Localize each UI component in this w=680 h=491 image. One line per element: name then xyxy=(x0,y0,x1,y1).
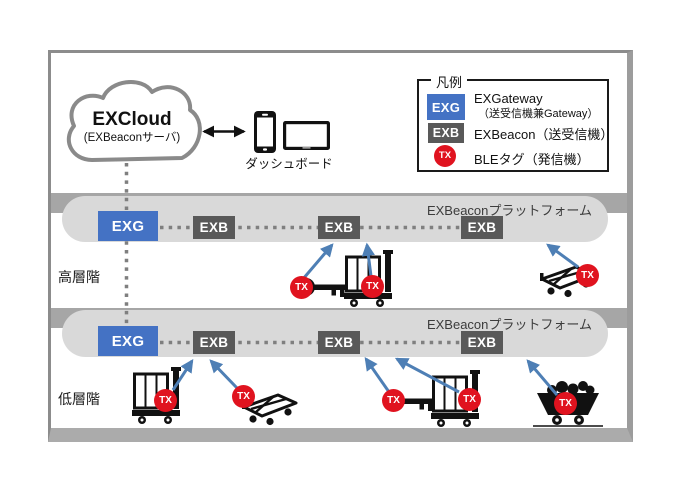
cloud-icon xyxy=(66,79,202,162)
ble-tag: TX xyxy=(382,389,405,412)
cloud-subtitle: (EXBeaconサーバ) xyxy=(83,132,181,144)
signal-arrow xyxy=(394,357,460,394)
floor-label-upper: 高層階 xyxy=(58,269,100,285)
signal-arrow xyxy=(364,357,391,393)
legend-tx-badge: TX xyxy=(434,145,456,167)
legend-exb-badge: EXB xyxy=(428,123,464,143)
legend-box: 凡例 EXG EXGateway （送受信機兼Gateway） EXB EXBe… xyxy=(417,72,613,172)
exbeacon-badge: EXB xyxy=(461,331,503,354)
legend-exb-label: EXBeacon（送受信機） xyxy=(474,127,614,142)
cloud-title: EXCloud xyxy=(92,109,172,130)
legend-title: 凡例 xyxy=(431,72,468,91)
signal-arrow xyxy=(209,359,239,390)
exgateway-badge-upper: EXG xyxy=(98,211,158,241)
legend-tx-label: BLEタグ（発信機） xyxy=(474,152,590,167)
exbeacon-badge: EXB xyxy=(318,216,360,239)
exbeacon-badge: EXB xyxy=(461,216,503,239)
ble-tag: TX xyxy=(232,385,255,408)
legend-exg-sublabel: （送受信機兼Gateway） xyxy=(478,108,599,120)
platform-label: EXBeaconプラットフォーム xyxy=(426,203,592,218)
signal-arrow xyxy=(526,359,559,396)
signal-arrow xyxy=(301,243,334,280)
signal-arrow xyxy=(546,243,579,269)
legend-exg-label: EXGateway xyxy=(474,91,543,106)
exbeacon-badge: EXB xyxy=(193,331,235,354)
exgateway-badge-lower: EXG xyxy=(98,326,158,356)
platform-label: EXBeaconプラットフォーム xyxy=(426,317,592,332)
tablet-icon xyxy=(283,121,330,150)
ble-tag: TX xyxy=(576,264,599,287)
ble-tag: TX xyxy=(458,388,481,411)
legend-exg-badge: EXG xyxy=(427,94,465,120)
dashboard-label: ダッシュボード xyxy=(245,157,333,171)
smartphone-icon xyxy=(254,111,276,153)
signal-arrow xyxy=(171,359,194,391)
ble-tag: TX xyxy=(554,392,577,415)
exbeacon-badge: EXB xyxy=(318,331,360,354)
floor-label-lower: 低層階 xyxy=(58,391,100,407)
signal-arrow xyxy=(361,242,375,277)
exbeacon-badge: EXB xyxy=(193,216,235,239)
ble-tag: TX xyxy=(361,275,384,298)
ble-tag: TX xyxy=(154,389,177,412)
ble-tag: TX xyxy=(290,276,313,299)
